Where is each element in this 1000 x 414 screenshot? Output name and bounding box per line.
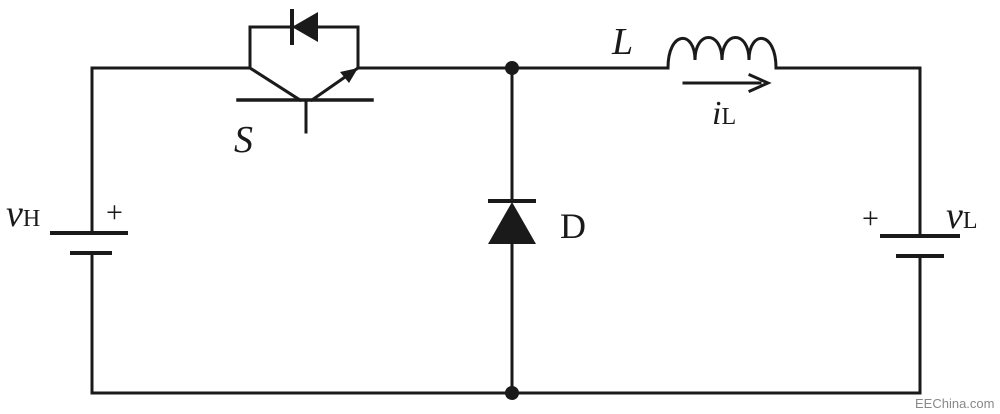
- current-label: iL: [712, 95, 736, 132]
- junction-bottom: [505, 386, 519, 400]
- diode-label: D: [560, 206, 586, 246]
- switch-label: S: [234, 119, 253, 161]
- switch-s-symbol: [236, 65, 374, 134]
- antiparallel-diode-symbol: [248, 9, 360, 70]
- battery-vh-symbol: [50, 231, 128, 255]
- watermark-text: EEChina.com: [915, 396, 994, 411]
- junction-top: [505, 61, 519, 75]
- diode-d-symbol: [488, 66, 536, 395]
- source-vl-plus: +: [862, 202, 879, 235]
- inductor-label: L: [611, 21, 633, 63]
- inductor-l-symbol: [666, 36, 778, 70]
- source-vh-plus: +: [106, 196, 123, 229]
- battery-vl-symbol: [880, 234, 960, 258]
- source-vh-label: vH: [6, 193, 40, 235]
- current-arrow-icon: [682, 73, 772, 93]
- source-vl-label: vL: [946, 195, 978, 237]
